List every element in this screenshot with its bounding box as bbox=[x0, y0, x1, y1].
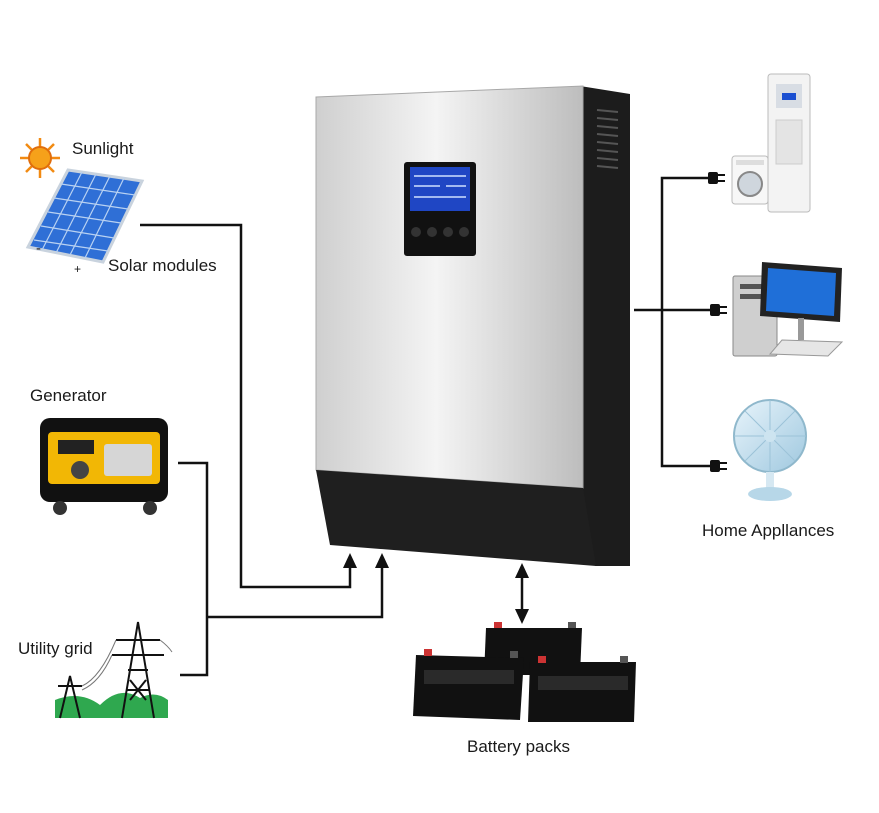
utility-grid-icon bbox=[55, 621, 173, 719]
control-button bbox=[411, 227, 421, 237]
plug-icon bbox=[710, 304, 727, 316]
connection-lines bbox=[140, 176, 712, 677]
lcd-screen bbox=[410, 167, 470, 211]
inverter-vents bbox=[596, 109, 619, 169]
sun-icon bbox=[20, 138, 60, 178]
panel-plus-sign: + bbox=[74, 262, 82, 276]
control-button bbox=[427, 227, 437, 237]
air-conditioner-icon bbox=[767, 73, 811, 213]
grid-junction-line bbox=[207, 566, 384, 619]
computer-icon bbox=[732, 262, 844, 357]
solar-arrow bbox=[343, 553, 357, 568]
fan-icon bbox=[733, 399, 807, 501]
solar-modules-label: Solar modules bbox=[108, 256, 217, 275]
control-button bbox=[459, 227, 469, 237]
washing-machine-icon bbox=[731, 155, 769, 205]
utility-grid-label: Utility grid bbox=[18, 639, 93, 658]
battery-icon bbox=[528, 656, 636, 722]
generator-line bbox=[178, 461, 209, 677]
grid-arrow bbox=[375, 553, 389, 568]
lcd-segments bbox=[414, 175, 466, 198]
panel-minus-sign: - bbox=[36, 240, 41, 257]
plug-icon bbox=[708, 172, 725, 184]
arrowheads bbox=[343, 553, 529, 624]
battery-arrow-down bbox=[515, 609, 529, 624]
inverter-base bbox=[316, 470, 596, 566]
battery-packs-label: Battery packs bbox=[467, 737, 570, 756]
generator-icon bbox=[40, 418, 168, 515]
battery-icon bbox=[413, 649, 524, 720]
inverter bbox=[315, 85, 630, 566]
home-appliances-label: Home Appllances bbox=[702, 521, 835, 540]
inverter-side-panel bbox=[580, 86, 630, 566]
solar-panel-icon bbox=[25, 168, 145, 264]
solar-line bbox=[140, 223, 352, 589]
control-button bbox=[443, 227, 453, 237]
appliance-bus-line bbox=[660, 176, 712, 468]
battery-arrow-up bbox=[515, 563, 529, 578]
generator-label: Generator bbox=[30, 386, 107, 405]
inverter-front-panel bbox=[315, 85, 584, 489]
plug-icon bbox=[710, 460, 727, 472]
sunlight-label: Sunlight bbox=[72, 139, 134, 158]
